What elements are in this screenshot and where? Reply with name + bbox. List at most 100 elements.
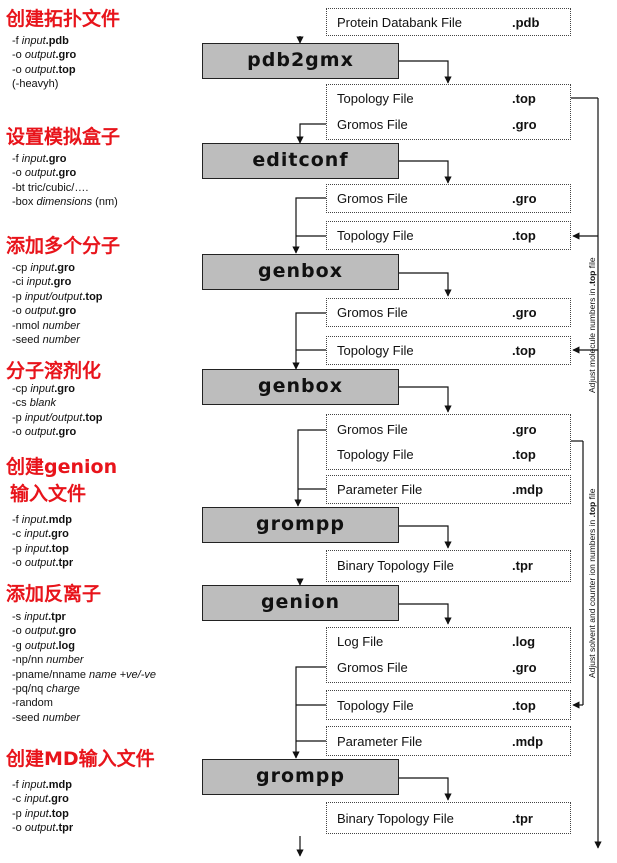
file-ext: .mdp — [512, 482, 544, 497]
file-box: Topology File .top — [326, 336, 571, 365]
file-ext: .mdp — [512, 734, 544, 749]
file-box: Parameter File .mdp — [326, 726, 571, 756]
side-note-molecule-numbers: Adjust molecule numbers in .top file — [587, 257, 597, 393]
step-title-solvate: 分子溶剂化 — [6, 360, 102, 382]
param-list: -f input.gro -o output.gro-bt tric/cubic/… — [12, 152, 118, 210]
step-title-genion-input-line2: 输入文件 — [10, 483, 87, 505]
file-name: Topology File — [337, 91, 414, 106]
param-line: -pname/nname name +ve/-ve — [12, 668, 156, 681]
param-list: -f input.mdp-c input.gro-p input.top-o o… — [12, 778, 73, 836]
file-name: Topology File — [337, 343, 414, 358]
param-line: -o output.gro — [12, 305, 77, 318]
file-name: Gromos File — [337, 117, 408, 132]
file-ext: .top — [512, 447, 536, 462]
file-name: Topology File — [337, 228, 414, 243]
file-ext: .top — [512, 698, 536, 713]
param-list: -cp input.gro -cs blank-p input/output.to… — [12, 382, 103, 440]
param-line: -p input.top — [12, 807, 69, 820]
file-ext: .top — [512, 91, 536, 106]
program-genbox: genbox — [202, 254, 399, 290]
file-name: Parameter File — [337, 734, 423, 749]
param-line: -seed number — [12, 711, 80, 724]
file-ext: .gro — [512, 422, 537, 437]
param-line: -c input.gro — [12, 793, 69, 806]
param-line: -f input.mdp — [12, 514, 72, 526]
file-ext: .tpr — [512, 811, 533, 826]
file-box: Binary Topology File .tpr — [326, 550, 571, 582]
file-name: Gromos File — [337, 422, 408, 437]
param-line: -cp input.gro — [12, 262, 75, 274]
program-genbox: genbox — [202, 369, 399, 405]
param-list: -s input.tpr -o output.gro-g output.log -n… — [12, 610, 156, 725]
param-line: -o output.tpr — [12, 557, 74, 570]
file-name: Protein Databank File — [337, 15, 463, 30]
param-list: -cp input.gro -ci input.gro-p input/outpu… — [12, 261, 103, 347]
param-line: -box dimensions (nm) — [12, 196, 118, 209]
param-line: -nmol number — [12, 319, 80, 332]
program-pdb2gmx: pdb2gmx — [202, 43, 399, 79]
step-title-genion-input: 创建genion — [6, 456, 118, 478]
file-name: Gromos File — [337, 305, 408, 320]
program-grompp: grompp — [202, 759, 399, 795]
param-line: -seed number — [12, 333, 80, 346]
file-ext: .log — [512, 634, 536, 649]
program-grompp: grompp — [202, 507, 399, 543]
param-line: -g output.log — [12, 639, 75, 652]
file-ext: .pdb — [512, 15, 540, 30]
file-box: Gromos File .gro — [326, 298, 571, 327]
file-name: Parameter File — [337, 482, 423, 497]
param-line: -ci input.gro — [12, 276, 72, 289]
param-line: -cs blank — [12, 397, 57, 410]
param-line: (-heavyh) — [12, 78, 59, 91]
file-box: Gromos File .gro Topology File .top — [326, 414, 571, 470]
file-box: Log File.log Gromos File.gro — [326, 627, 571, 683]
param-line: -p input/output.top — [12, 290, 103, 303]
file-name: Gromos File — [337, 191, 408, 206]
param-list: -f input.mdp -c input.gro-p input.top -o o… — [12, 513, 73, 571]
program-genion: genion — [202, 585, 399, 621]
file-box: Protein Databank File .pdb — [326, 8, 571, 36]
file-name: Topology File — [337, 447, 414, 462]
param-line: -p input/output.top — [12, 411, 103, 424]
file-name: Binary Topology File — [337, 558, 454, 573]
param-line: -o output.gro — [12, 426, 77, 439]
file-ext: .gro — [512, 660, 537, 675]
file-box: Gromos File .gro — [326, 184, 571, 213]
side-note-solvent-ion-numbers: Adjust solvent and counter ion numbers i… — [587, 488, 597, 678]
param-line: -random — [12, 697, 53, 710]
file-box: Topology File .top Gromos File .gro — [326, 84, 571, 140]
param-line: -o output.gro — [12, 49, 77, 62]
step-title-topology: 创建拓扑文件 — [6, 8, 121, 30]
file-box: Parameter File .mdp — [326, 475, 571, 504]
param-line: -p input.top — [12, 542, 69, 555]
param-line: -o output.gro — [12, 167, 77, 180]
program-editconf: editconf — [202, 143, 399, 179]
param-line: -o output.tpr — [12, 822, 74, 835]
file-name: Gromos File — [337, 660, 408, 675]
file-ext: .tpr — [512, 558, 533, 573]
file-ext: .gro — [512, 117, 537, 132]
param-line: -cp input.gro — [12, 383, 75, 395]
file-ext: .gro — [512, 191, 537, 206]
step-title-counterions: 添加反离子 — [6, 583, 102, 605]
step-title-add-molecules: 添加多个分子 — [6, 235, 121, 257]
file-ext: .top — [512, 228, 536, 243]
file-name: Topology File — [337, 698, 414, 713]
param-line: -f input.gro — [12, 153, 67, 165]
param-line: -f input.pdb — [12, 35, 69, 47]
param-line: -bt tric/cubic/…. — [12, 181, 89, 194]
file-ext: .gro — [512, 305, 537, 320]
file-box: Topology File .top — [326, 690, 571, 720]
param-line: -c input.gro — [12, 528, 69, 541]
step-title-box: 设置模拟盒子 — [6, 126, 121, 148]
param-line: -np/nn number — [12, 654, 84, 667]
file-ext: .top — [512, 343, 536, 358]
step-title-md-input: 创建MD输入文件 — [6, 748, 155, 770]
param-line: -pq/nq charge — [12, 682, 80, 695]
param-line: -s input.tpr — [12, 611, 66, 623]
param-list: -f input.pdb -o output.gro-o output.top (-… — [12, 34, 76, 92]
param-line: -o output.top — [12, 63, 76, 76]
param-line: -o output.gro — [12, 625, 77, 638]
file-box: Topology File .top — [326, 221, 571, 250]
